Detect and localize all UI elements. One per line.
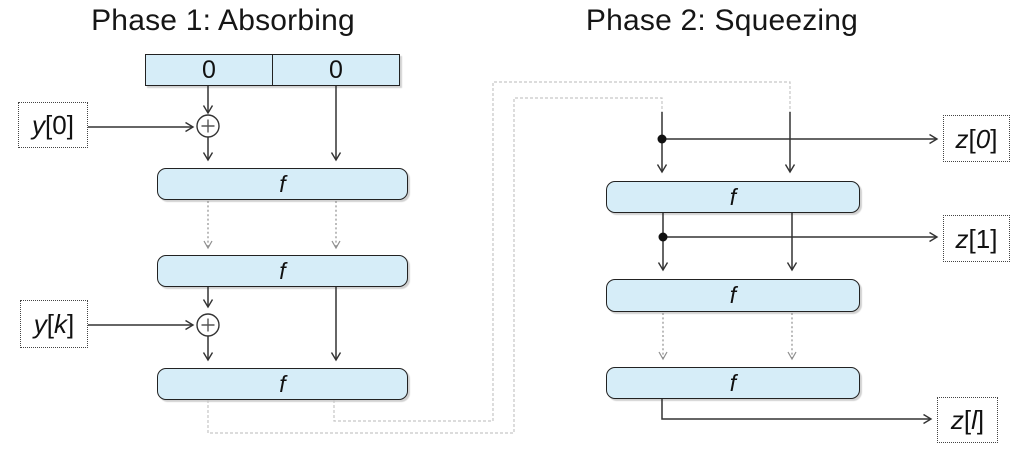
input-y0-label: y[0] xyxy=(32,110,74,140)
f-label: f xyxy=(279,170,286,197)
input-yk-label: y[k] xyxy=(33,309,75,339)
f-label: f xyxy=(729,183,737,210)
absorb-arrows xyxy=(88,86,342,362)
phase2-title: Phase 2: Squeezing xyxy=(585,4,859,37)
xor-icon xyxy=(196,114,220,138)
junction-dot-icon xyxy=(658,232,668,242)
output-z0-box: z[0] xyxy=(943,115,1010,162)
junction-dot-icon xyxy=(657,134,667,144)
f-box-squeeze-3: f xyxy=(606,367,860,399)
f-box-absorb-3: f xyxy=(157,368,408,400)
f-box-absorb-2: f xyxy=(157,255,408,287)
input-yk-box: y[k] xyxy=(20,300,88,348)
output-z1-label: z[1] xyxy=(955,223,998,254)
xor-icon xyxy=(196,313,220,337)
state-cell-right: 0 xyxy=(329,55,343,84)
squeeze-iteration-dashed-arrows xyxy=(658,313,797,361)
absorb-iteration-dashed-arrows xyxy=(203,201,341,250)
f-label: f xyxy=(729,282,737,308)
f-label: f xyxy=(279,370,286,397)
output-z0-label: z[0] xyxy=(955,123,998,154)
initial-state-box: 0 0 xyxy=(145,54,400,86)
f-box-squeeze-1: f xyxy=(606,181,860,213)
state-cell-left: 0 xyxy=(146,55,273,85)
output-zl-box: z[l] xyxy=(937,397,998,443)
input-y0-box: y[0] xyxy=(18,102,88,148)
output-z1-box: z[1] xyxy=(943,215,1010,262)
output-zl-label: z[l] xyxy=(950,405,985,435)
f-box-squeeze-2: f xyxy=(606,279,860,312)
f-label: f xyxy=(729,369,737,396)
f-box-absorb-1: f xyxy=(157,168,408,200)
f-label: f xyxy=(279,257,286,284)
phase1-title: Phase 1: Absorbing xyxy=(91,4,355,37)
